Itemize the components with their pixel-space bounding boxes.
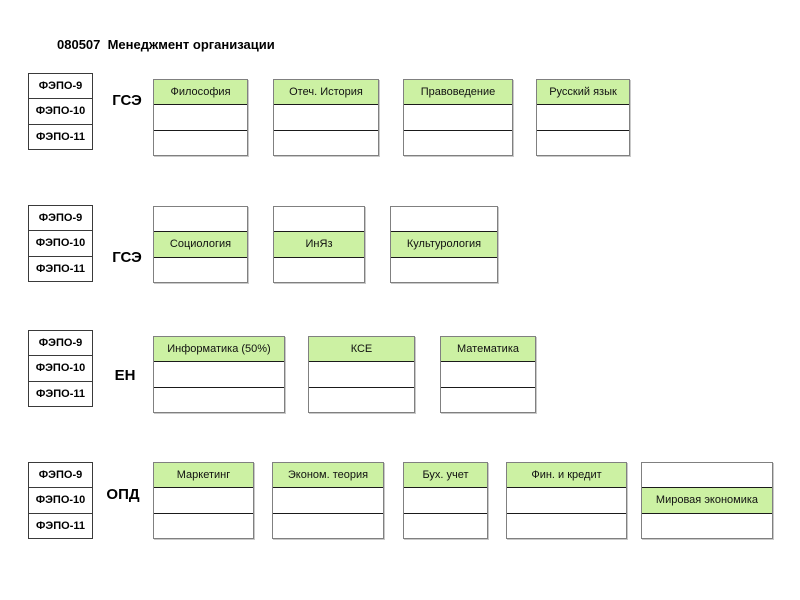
subject-cell: Философия xyxy=(154,80,247,106)
legend-fepo-9: ФЭПО-9 xyxy=(29,206,92,232)
empty-cell xyxy=(391,258,497,282)
subject-card: Правоведение xyxy=(403,79,513,156)
page-title: 080507 Менеджмент организации xyxy=(57,37,275,52)
empty-cell xyxy=(507,514,626,538)
empty-cell xyxy=(537,131,629,155)
legend-fepo-10: ФЭПО-10 xyxy=(29,488,92,514)
subject-label: Эконом. теория xyxy=(287,469,369,482)
subject-label: Информатика (50%) xyxy=(167,343,271,356)
legend-fepo-10: ФЭПО-10 xyxy=(29,356,92,382)
empty-cell xyxy=(154,207,247,233)
empty-cell xyxy=(154,488,253,514)
empty-cell xyxy=(274,105,378,131)
empty-cell xyxy=(154,131,247,155)
subject-cell: Культурология xyxy=(391,232,497,258)
subject-card: Информатика (50%) xyxy=(153,336,285,413)
subject-card: КСЕ xyxy=(308,336,415,413)
subject-cell: Бух. учет xyxy=(404,463,487,489)
subject-label: Мировая экономика xyxy=(655,494,759,507)
subject-card: Маркетинг xyxy=(153,462,254,539)
fepo-legend: ФЭПО-9 ФЭПО-10 ФЭПО-11 xyxy=(28,205,93,282)
subject-card: Культурология xyxy=(390,206,498,283)
empty-cell xyxy=(642,514,772,538)
subject-cell: ИнЯз xyxy=(274,232,364,258)
empty-cell xyxy=(273,488,383,514)
subject-label: Социология xyxy=(169,238,232,251)
empty-cell xyxy=(274,258,364,282)
empty-cell xyxy=(537,105,629,131)
subject-card: Математика xyxy=(440,336,536,413)
empty-cell xyxy=(391,207,497,233)
fepo-legend: ФЭПО-9 ФЭПО-10 ФЭПО-11 xyxy=(28,73,93,150)
subject-card: Эконом. теория xyxy=(272,462,384,539)
subject-cell: Мировая экономика xyxy=(642,488,772,514)
empty-cell xyxy=(642,463,772,489)
group-label-en: ЕН xyxy=(114,366,136,384)
subject-cell: Русский язык xyxy=(537,80,629,106)
subject-label: КСЕ xyxy=(350,343,373,356)
empty-cell xyxy=(154,388,284,412)
legend-fepo-11: ФЭПО-11 xyxy=(36,130,85,143)
subject-cell: Социология xyxy=(154,232,247,258)
legend-fepo-9: ФЭПО-9 xyxy=(29,463,92,489)
subject-cell: КСЕ xyxy=(309,337,414,363)
legend-fepo-11: ФЭПО-11 xyxy=(36,262,85,275)
empty-cell xyxy=(404,488,487,514)
subject-card: ИнЯз xyxy=(273,206,365,283)
subject-cell: Отеч. История xyxy=(274,80,378,106)
empty-cell xyxy=(441,388,535,412)
subject-cell: Фин. и кредит xyxy=(507,463,626,489)
subject-label: Русский язык xyxy=(549,86,617,99)
empty-cell xyxy=(154,258,247,282)
subject-card: Отеч. История xyxy=(273,79,379,156)
empty-cell xyxy=(154,514,253,538)
subject-card: Фин. и кредит xyxy=(506,462,627,539)
empty-cell xyxy=(441,362,535,388)
subject-card: Русский язык xyxy=(536,79,630,156)
subject-label: Бух. учет xyxy=(422,469,469,482)
empty-cell xyxy=(154,105,247,131)
subject-cell: Информатика (50%) xyxy=(154,337,284,363)
empty-cell xyxy=(274,207,364,233)
subject-card: Мировая экономика xyxy=(641,462,773,539)
empty-cell xyxy=(507,488,626,514)
legend-fepo-10: ФЭПО-10 xyxy=(29,231,92,257)
empty-cell xyxy=(309,362,414,388)
subject-label: Философия xyxy=(170,86,231,99)
subject-cell: Математика xyxy=(441,337,535,363)
fepo-legend: ФЭПО-9 ФЭПО-10 ФЭПО-11 xyxy=(28,462,93,539)
subject-label: Культурология xyxy=(406,238,482,251)
subject-label: ИнЯз xyxy=(305,238,333,251)
subject-card: Социология xyxy=(153,206,248,283)
group-label-opd: ОПД xyxy=(106,485,140,503)
legend-fepo-9: ФЭПО-9 xyxy=(29,331,92,357)
legend-fepo-10: ФЭПО-10 xyxy=(29,99,92,125)
fepo-legend: ФЭПО-9 ФЭПО-10 ФЭПО-11 xyxy=(28,330,93,407)
subject-card: Философия xyxy=(153,79,248,156)
subject-cell: Маркетинг xyxy=(154,463,253,489)
empty-cell xyxy=(404,105,512,131)
group-label-gse-1: ГСЭ xyxy=(112,91,142,109)
empty-cell xyxy=(404,131,512,155)
subject-label: Фин. и кредит xyxy=(531,469,602,482)
empty-cell xyxy=(273,514,383,538)
subject-label: Математика xyxy=(457,343,519,356)
subject-cell: Правоведение xyxy=(404,80,512,106)
legend-fepo-11: ФЭПО-11 xyxy=(36,387,85,400)
legend-fepo-9: ФЭПО-9 xyxy=(29,74,92,100)
subject-label: Отеч. История xyxy=(289,86,363,99)
empty-cell xyxy=(404,514,487,538)
subject-label: Правоведение xyxy=(420,86,496,99)
empty-cell xyxy=(309,388,414,412)
empty-cell xyxy=(274,131,378,155)
subject-label: Маркетинг xyxy=(176,469,231,482)
legend-fepo-11: ФЭПО-11 xyxy=(36,519,85,532)
subject-card: Бух. учет xyxy=(403,462,488,539)
subject-cell: Эконом. теория xyxy=(273,463,383,489)
group-label-gse-2: ГСЭ xyxy=(112,248,142,266)
empty-cell xyxy=(154,362,284,388)
